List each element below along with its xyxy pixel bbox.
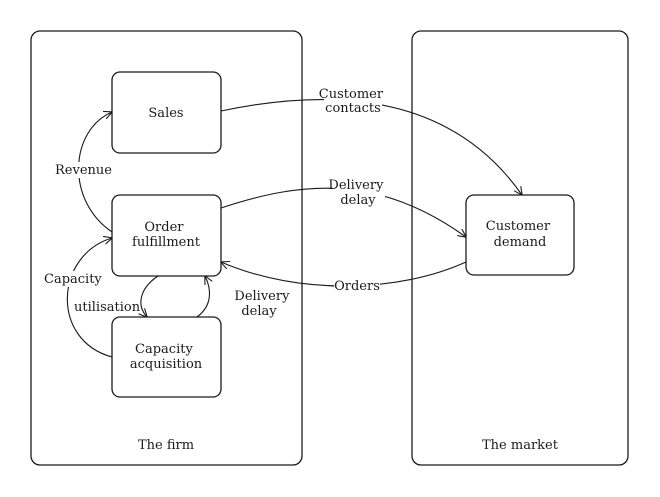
node-order-fulfillment-label: Order fulfillment [132,220,201,250]
region-market [411,30,629,466]
node-order-fulfillment-box [111,194,222,277]
edge-label-line: Delivery [234,289,290,304]
edge-label-line: Capacity [44,272,102,287]
edge-label-line: Customer [319,87,384,102]
node-order-fulfillment: Order fulfillment [111,194,222,277]
node-capacity-acquisition-label: Capacity acquisition [130,342,203,372]
edge-label-line: Revenue [55,163,112,178]
node-capacity-acquisition-box [111,316,222,398]
node-label-line: Sales [148,106,183,121]
node-label-line: Order [144,220,184,235]
node-customer-demand-box [465,194,575,276]
edge-label-orders: Orders [334,279,380,294]
region-firm [30,30,303,466]
node-capacity-acquisition: Capacity acquisition [111,316,222,398]
edge-label-revenue: Revenue [55,163,112,178]
node-sales: Sales [111,71,222,154]
node-label-line: Customer [486,219,551,234]
node-label-line: acquisition [130,357,203,372]
edge-label-line: Orders [334,279,380,294]
node-sales-box [111,71,222,154]
node-label-line: demand [494,235,547,250]
edge-label-delivery-delay-market: Delivery delay [328,178,387,208]
edge-label-customer-contacts: Customer contacts [319,87,387,116]
edge-label-line: delay [241,304,277,319]
node-customer-demand: Customer demand [465,194,575,276]
edge-label-utilisation: utilisation [74,300,141,315]
node-label-line: Capacity [135,342,193,357]
node-sales-label: Sales [148,106,183,121]
node-customer-demand-label: Customer demand [486,219,554,250]
region-firm-label: The firm [138,438,194,453]
edge-label-delivery-delay-internal: Delivery delay [234,289,293,319]
edge-label-capacity: Capacity [44,272,102,287]
region-market-label: The market [482,438,559,453]
edge-label-line: delay [340,193,376,208]
edge-utilisation [141,275,159,317]
edge-label-line: Delivery [328,178,384,193]
edge-customer-contacts [220,99,522,195]
node-label-line: fulfillment [132,235,201,250]
edge-delivery-delay-internal [196,276,210,318]
edge-label-line: utilisation [74,300,141,315]
edge-capacity [66,238,112,358]
edge-label-line: contacts [325,101,381,116]
